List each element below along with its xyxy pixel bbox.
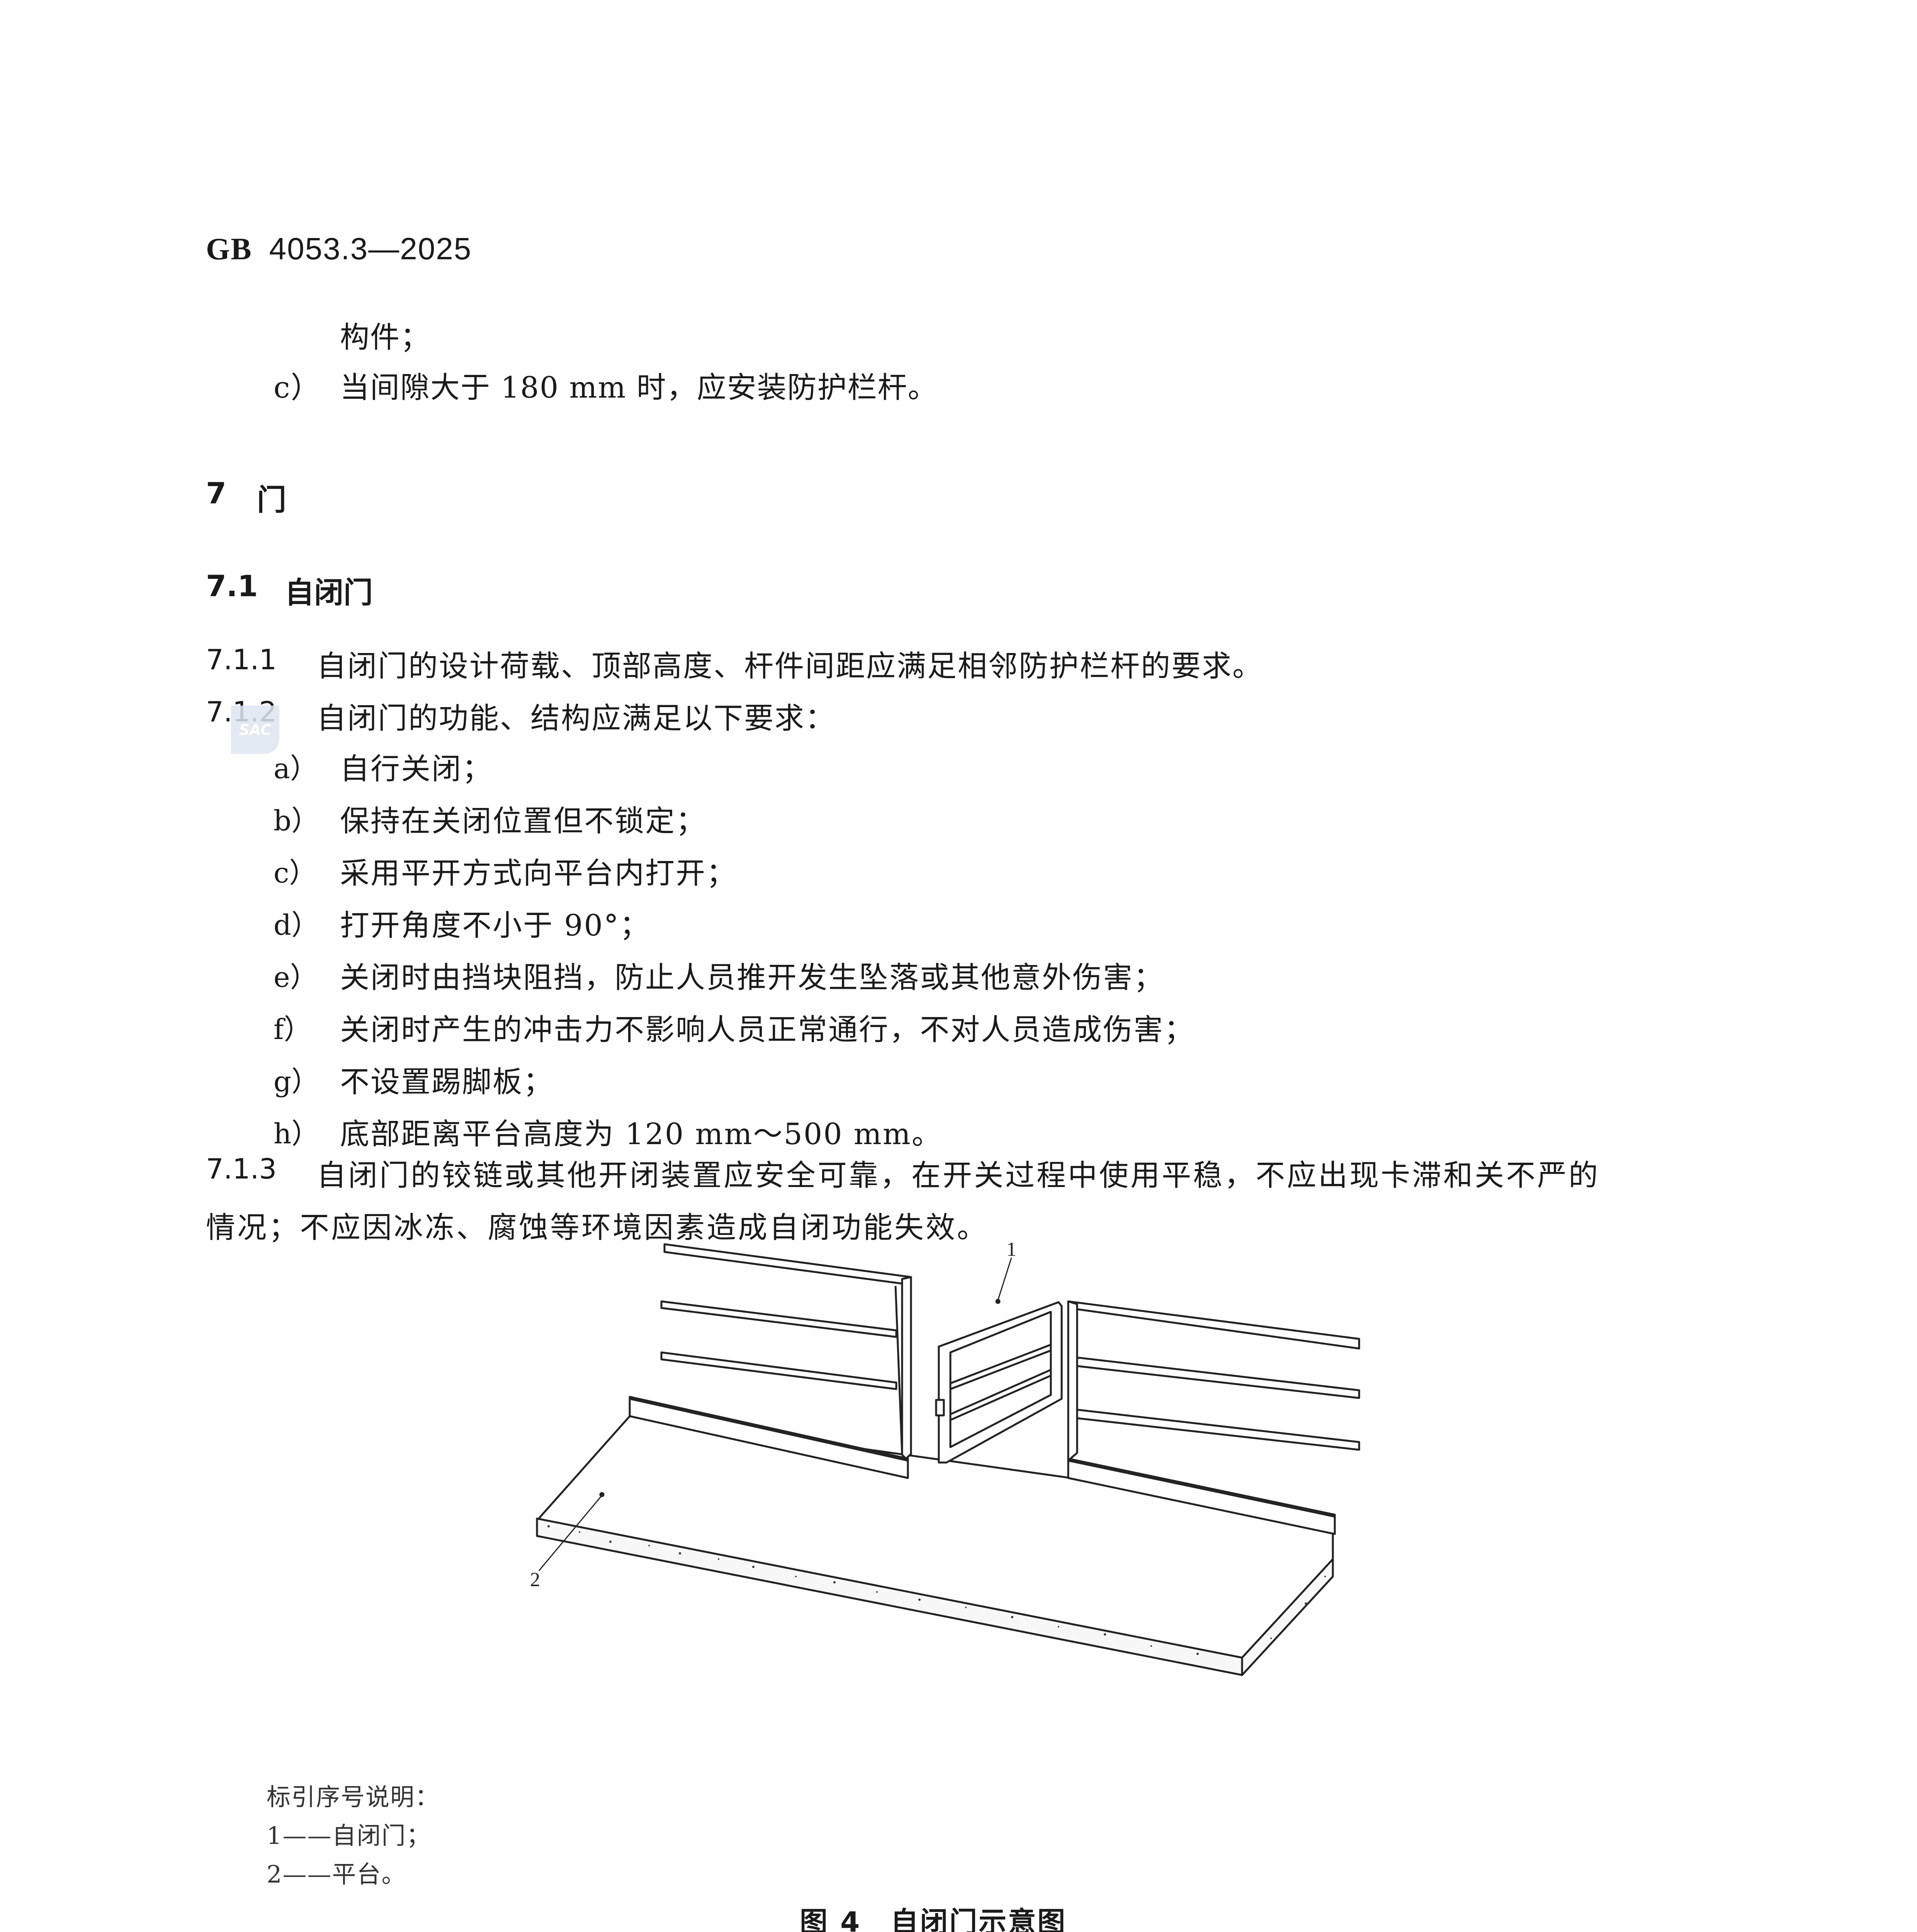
list-item-text: 不设置踢脚板； bbox=[340, 1065, 554, 1099]
legend-title: 标引序号说明： bbox=[267, 1783, 440, 1811]
list-item-label: c） bbox=[274, 857, 317, 889]
list-item-text: 采用平开方式向平台内打开； bbox=[340, 856, 737, 890]
callout-label: 1 bbox=[1006, 1238, 1016, 1260]
list-item-label: f） bbox=[274, 1013, 312, 1046]
sac-watermark-logo: SAC bbox=[231, 706, 279, 754]
clause-number: 7.1.3 bbox=[206, 1153, 277, 1185]
standard-number: 4053.3—2025 bbox=[269, 231, 472, 266]
self-closing-gate-figure: 1 2 bbox=[530, 1238, 1360, 1676]
legend-item: 2——平台。 bbox=[267, 1860, 406, 1888]
figure-caption: 图 4 自闭门示意图 bbox=[800, 1906, 1067, 1932]
list-item-text: 关闭时由挡块阻挡，防止人员推开发生坠落或其他意外伤害； bbox=[340, 960, 1164, 995]
clause-text: 自闭门的功能、结构应满足以下要求： bbox=[317, 701, 836, 735]
continuation-line: 构件； bbox=[340, 320, 430, 354]
callout-label: 2 bbox=[530, 1569, 540, 1591]
list-item-label: b） bbox=[274, 804, 320, 837]
subsection-number: 7.1 bbox=[206, 569, 258, 603]
list-item-label: g） bbox=[274, 1065, 320, 1098]
list-item-label: d） bbox=[274, 909, 320, 941]
list-item-text: 保持在关闭位置但不锁定； bbox=[340, 804, 706, 838]
list-item-label: h） bbox=[274, 1117, 320, 1150]
standard-prefix: GB bbox=[206, 232, 252, 266]
list-item-text: 底部距离平台高度为 120 mm～500 mm。 bbox=[340, 1117, 942, 1151]
list-item-label: a） bbox=[274, 752, 318, 785]
clause-text: 自闭门的铰链或其他开闭装置应安全可靠，在开关过程中使用平稳，不应出现卡滞和关不严… bbox=[317, 1158, 1600, 1192]
subsection-title: 自闭门 bbox=[285, 575, 373, 610]
clause-number: 7.1.1 bbox=[206, 643, 277, 676]
legend-item: 1——自闭门； bbox=[267, 1821, 431, 1850]
section-number: 7 bbox=[206, 476, 226, 510]
list-item-text: 当间隙大于 180 mm 时，应安装防护栏杆。 bbox=[340, 370, 938, 405]
list-item-label: c） bbox=[274, 370, 321, 405]
list-item-text: 自行关闭； bbox=[340, 752, 493, 786]
clause-text: 自闭门的设计荷载、顶部高度、杆件间距应满足相邻防护栏杆的要求。 bbox=[317, 649, 1263, 683]
standard-code: GB 4053.3—2025 bbox=[206, 231, 472, 267]
list-item-text: 关闭时产生的冲击力不影响人员正常通行，不对人员造成伤害； bbox=[340, 1012, 1195, 1047]
section-title: 门 bbox=[257, 483, 286, 517]
list-item-label: e） bbox=[274, 961, 318, 993]
clause-text-continued: 情况；不应因冰冻、腐蚀等环境因素造成自闭功能失效。 bbox=[206, 1210, 988, 1245]
list-item-text: 打开角度不小于 90°； bbox=[340, 908, 650, 942]
